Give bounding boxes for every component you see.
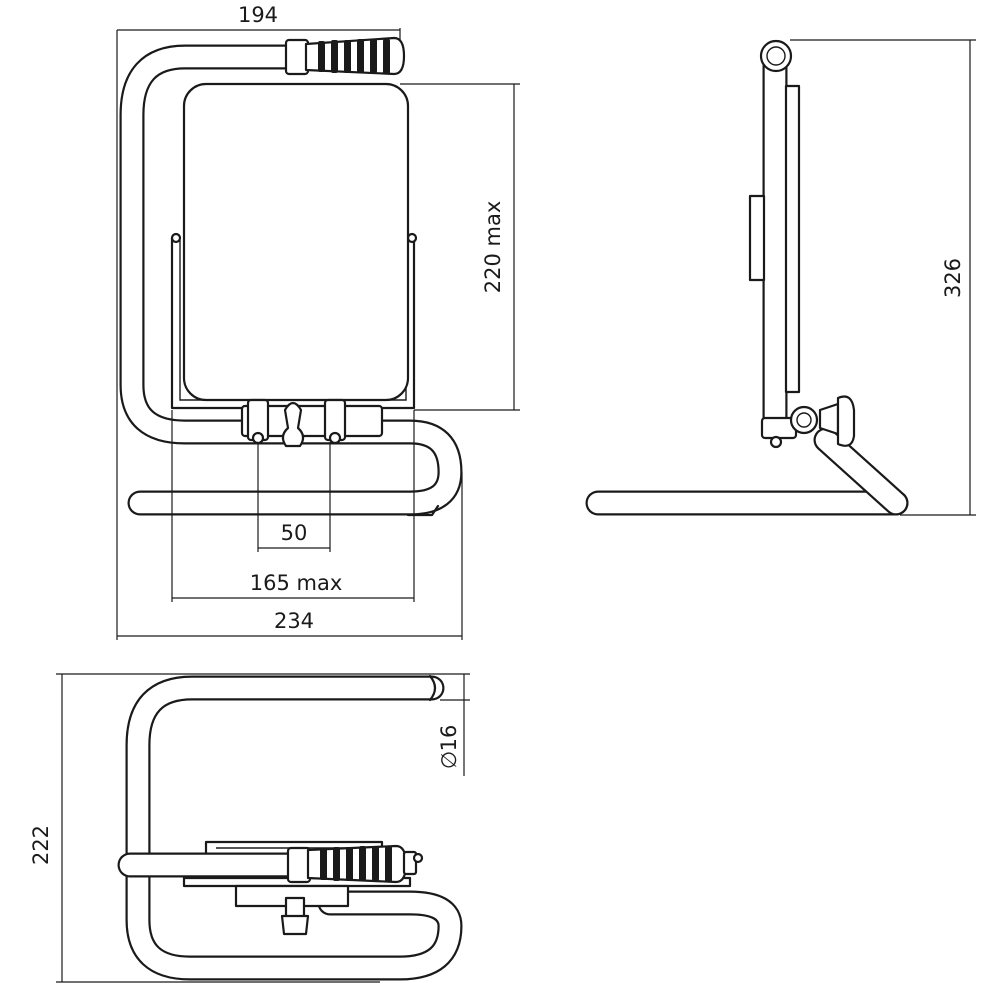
front-knob [281,401,305,448]
front-dimensions [116,28,520,640]
top-view: 222 ∅ 16 [29,673,470,983]
dim-overall-width: 234 [274,609,314,633]
dim-top-width: 194 [238,3,278,27]
front-view: 194 220 max 50 165 max 234 [116,3,520,640]
front-foot-end [406,504,440,517]
front-lamp-panel [182,82,410,402]
front-handle [284,36,406,76]
dim-panel-height: 220 max [481,201,505,294]
diameter-symbol: ∅ [437,751,461,769]
top-frame-tube [125,675,463,981]
side-lamp-body [784,84,801,394]
diameter-value: 16 [437,725,461,752]
front-frame-tube [119,44,463,516]
side-tube-top [759,39,793,73]
dim-tube-diameter: ∅ 16 [437,725,461,770]
dim-overall-depth: 222 [29,825,53,865]
dim-bracket-width: 165 max [250,571,343,595]
side-clamp [760,395,856,449]
side-view: 326 [585,39,976,516]
top-handle [286,844,424,884]
top-knob [280,914,310,936]
top-tube-end [428,674,437,702]
side-frame-tube [585,47,909,516]
dim-hole-spacing: 50 [281,521,308,545]
dim-overall-height: 326 [941,258,965,298]
side-knob [836,395,856,447]
side-lamp-box [748,194,766,282]
